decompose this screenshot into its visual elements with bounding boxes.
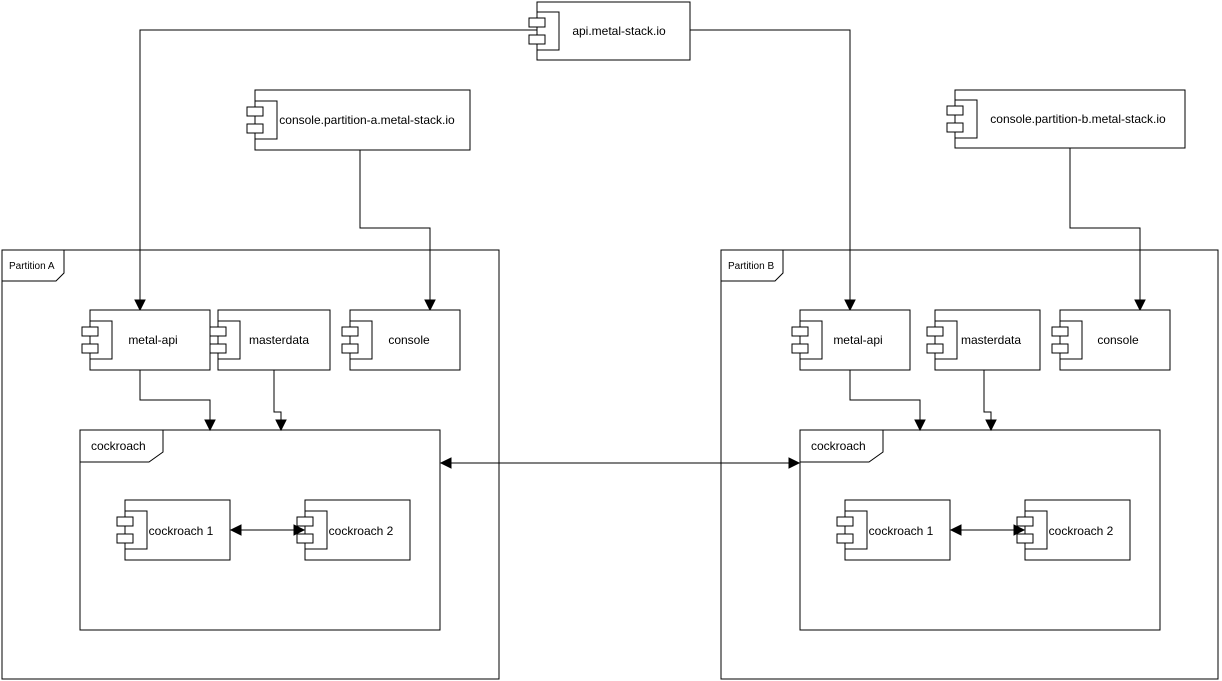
component-console-partition-b: console.partition-b.metal-stack.io	[946, 89, 1186, 149]
arrowhead-right-icon	[1013, 524, 1026, 536]
cockroach-frame-b-label: cockroach	[811, 439, 866, 453]
component-metal-api-b-label: metal-api	[833, 333, 882, 347]
arrowhead-down-icon	[844, 299, 856, 312]
arrowhead-left-icon	[439, 457, 452, 469]
component-cockroach2-a-label: cockroach 2	[329, 524, 394, 538]
edge-api-to-metal-api-a	[134, 29, 537, 312]
edge-cockroach1-a-to-cockroach2-a	[229, 524, 306, 536]
component-console-b-box	[954, 89, 1186, 149]
edge-console-a-to-console	[359, 150, 436, 312]
arrowhead-left-icon	[949, 524, 962, 536]
component-api-box	[536, 1, 691, 61]
component-cockroach1-b: cockroach 1	[836, 499, 951, 561]
component-console-a-inner-label: console	[388, 333, 430, 347]
component-metal-api-a-label: metal-api	[128, 333, 177, 347]
edge-console-b-to-console	[1069, 148, 1146, 312]
component-cockroach1-a: cockroach 1	[116, 499, 231, 561]
arrowhead-down-icon	[424, 299, 436, 312]
cockroach-frame-b-label-tab	[799, 429, 884, 463]
arrowhead-down-icon	[134, 299, 146, 312]
component-cockroach1-a-label: cockroach 1	[149, 524, 214, 538]
arrowhead-right-icon	[293, 524, 306, 536]
component-cockroach2-b: cockroach 2	[1016, 499, 1131, 561]
component-console-a: console	[341, 309, 461, 371]
component-metal-api-a: metal-api	[81, 309, 211, 371]
edge-masterdata-b-to-cockroach-b	[983, 370, 997, 432]
component-cockroach2-a: cockroach 2	[296, 499, 411, 561]
edge-cockroach-a-to-cockroach-b	[439, 457, 801, 469]
arrowhead-right-icon	[788, 457, 801, 469]
cockroach-frame-a-label-tab	[79, 429, 164, 463]
arrowhead-down-icon	[204, 419, 216, 432]
edge-metal-api-a-to-cockroach-a	[139, 370, 216, 432]
edge-metal-api-b-to-cockroach-b	[849, 370, 926, 432]
component-cockroach2-b-label: cockroach 2	[1049, 524, 1114, 538]
uml-component-icon	[246, 100, 278, 140]
arrowhead-down-icon	[985, 419, 997, 432]
arrowhead-left-icon	[229, 524, 242, 536]
cockroach-frame-a-label: cockroach	[91, 439, 146, 453]
partition-b-label-tab	[720, 249, 784, 282]
uml-component-icon	[528, 11, 560, 51]
component-metal-api-b: metal-api	[791, 309, 911, 371]
component-cockroach1-b-label: cockroach 1	[869, 524, 934, 538]
uml-component-icon	[946, 99, 978, 139]
component-console-b-inner-label: console	[1097, 333, 1139, 347]
component-api: api.metal-stack.io	[528, 1, 691, 61]
component-masterdata-a-label: masterdata	[249, 333, 309, 347]
component-api-label: api.metal-stack.io	[572, 24, 666, 38]
partition-a-label: Partition A	[9, 261, 55, 272]
component-masterdata-a: masterdata	[209, 309, 331, 371]
edge-api-to-metal-api-b	[690, 29, 856, 312]
component-masterdata-b: masterdata	[926, 309, 1041, 371]
partition-b-label: Partition B	[728, 261, 774, 272]
arrowhead-down-icon	[275, 419, 287, 432]
arrowhead-down-icon	[1134, 299, 1146, 312]
component-console-b-label: console.partition-b.metal-stack.io	[990, 112, 1166, 126]
arrowhead-down-icon	[914, 419, 926, 432]
component-console-a-box	[254, 89, 471, 151]
partition-a-label-tab	[1, 249, 65, 282]
component-console-partition-a: console.partition-a.metal-stack.io	[246, 89, 471, 151]
component-masterdata-b-label: masterdata	[961, 333, 1021, 347]
component-console-a-label: console.partition-a.metal-stack.io	[279, 113, 455, 127]
component-console-b: console	[1051, 309, 1171, 371]
edge-cockroach1-b-to-cockroach2-b	[949, 524, 1026, 536]
edge-masterdata-a-to-cockroach-a	[273, 370, 287, 432]
